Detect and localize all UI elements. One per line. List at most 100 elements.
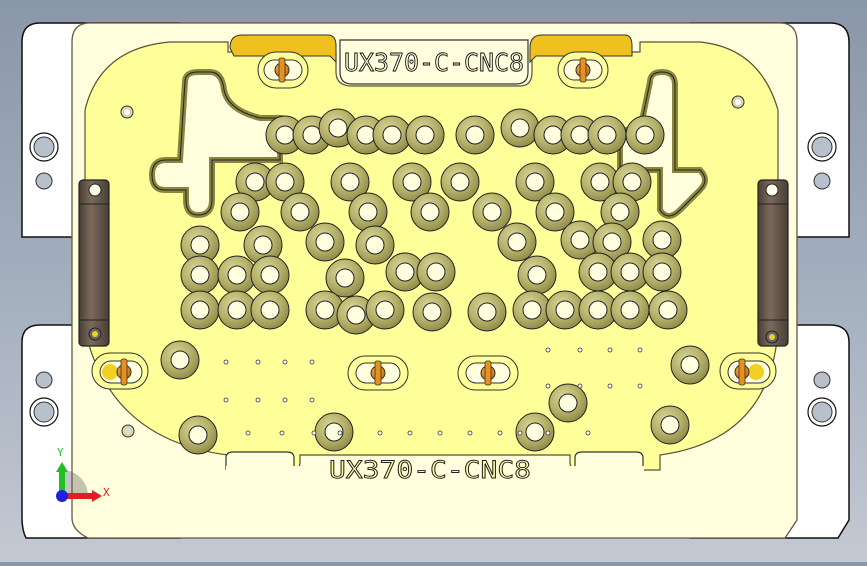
vent-holes (223, 347, 643, 436)
boss-ring (412, 292, 452, 332)
boss-ring (385, 252, 425, 292)
triad-y-label: Y (57, 446, 64, 459)
boss-ring (235, 162, 275, 202)
boss-ring (180, 255, 220, 295)
boss-ring (670, 345, 710, 385)
boss-ring (625, 115, 665, 155)
boss-ring (535, 192, 575, 232)
pin-slot-center-left (347, 355, 409, 391)
vent-hole (577, 383, 583, 389)
vent-hole (607, 383, 613, 389)
boss-ring (642, 220, 682, 260)
vent-hole (637, 347, 643, 353)
boss-ring (217, 255, 257, 295)
boss-ring (512, 290, 552, 330)
vent-hole (517, 430, 523, 436)
vent-hole (607, 347, 613, 353)
boss-ring (217, 290, 257, 330)
boss-ring (392, 162, 432, 202)
clamp-bar-left[interactable] (78, 179, 110, 347)
pin-slot-right (719, 352, 777, 390)
boss-ring (500, 108, 540, 148)
boss-ring (472, 192, 512, 232)
support-bosses[interactable] (160, 108, 710, 455)
vent-hole (255, 359, 261, 365)
boss-ring (305, 290, 345, 330)
vent-hole (337, 430, 343, 436)
pin-slot-left (91, 352, 149, 390)
vent-hole (279, 430, 285, 436)
boss-ring (560, 220, 600, 260)
boss-ring (355, 225, 395, 265)
boss-ring (330, 162, 370, 202)
vent-hole (497, 430, 503, 436)
screw-bosses (120, 95, 745, 438)
vent-hole (255, 397, 261, 403)
boss-ring (372, 115, 412, 155)
boss-ring (325, 258, 365, 298)
boss-ring (648, 290, 688, 330)
boss-ring (497, 222, 537, 262)
vent-hole (282, 359, 288, 365)
vent-hole (309, 359, 315, 365)
boss-ring (610, 290, 650, 330)
boss-ring (305, 222, 345, 262)
clamp-bar-right[interactable] (757, 179, 789, 347)
boss-ring (416, 252, 456, 292)
vent-hole (282, 397, 288, 403)
boss-ring (160, 340, 200, 380)
boss-ring (455, 115, 495, 155)
boss-ring (250, 290, 290, 330)
vent-hole (545, 383, 551, 389)
vent-hole (577, 347, 583, 353)
boss-ring (348, 192, 388, 232)
vent-hole (437, 430, 443, 436)
boss-ring (440, 162, 480, 202)
boss-ring (336, 295, 376, 335)
boss-ring (600, 192, 640, 232)
boss-ring (410, 192, 450, 232)
boss-ring (587, 115, 627, 155)
boss-ring (265, 162, 305, 202)
boss-ring (180, 290, 220, 330)
boss-ring (548, 383, 588, 423)
vent-hole (545, 430, 551, 436)
boss-ring (250, 255, 290, 295)
boss-ring (650, 405, 690, 445)
vent-hole (309, 397, 315, 403)
engraving-bottom: UX370-C-CNC8 (329, 456, 531, 484)
boss-ring (545, 290, 585, 330)
boss-ring (280, 192, 320, 232)
boss-ring (517, 255, 557, 295)
boss-ring (515, 162, 555, 202)
bottom-notches (225, 451, 644, 476)
vent-hole (377, 430, 383, 436)
boss-ring (220, 192, 260, 232)
vent-hole (407, 430, 413, 436)
boss-ring (314, 412, 354, 452)
vent-hole (637, 383, 643, 389)
boss-ring (580, 162, 620, 202)
boss-ring (243, 225, 283, 265)
vent-hole (545, 347, 551, 353)
vent-hole (585, 430, 591, 436)
boss-ring (467, 292, 507, 332)
vent-hole (467, 430, 473, 436)
vent-hole (311, 430, 317, 436)
boss-ring (533, 115, 573, 155)
vent-hole (223, 359, 229, 365)
pin-slot-top-right (557, 51, 609, 89)
axis-triad: Y X (56, 446, 110, 502)
boss-ring (642, 252, 682, 292)
boss-ring (365, 290, 405, 330)
locating-pins[interactable] (91, 51, 777, 391)
boss-ring (405, 115, 445, 155)
boss-ring (578, 290, 618, 330)
boss-ring (178, 415, 218, 455)
top-tabs (229, 34, 633, 64)
pin-slot-center-right (457, 355, 519, 391)
base-bolt-holes (29, 132, 837, 427)
vent-hole (245, 430, 251, 436)
